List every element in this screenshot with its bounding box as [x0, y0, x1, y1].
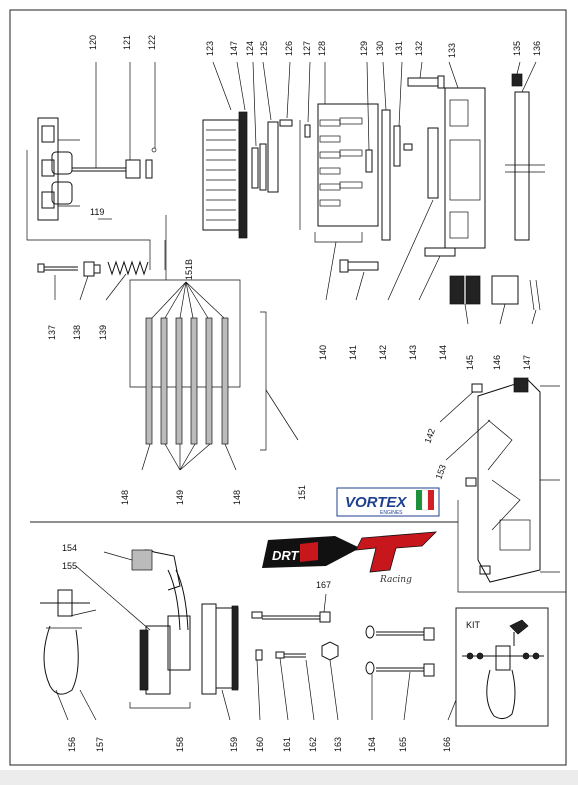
kit-box: KIT [447, 607, 549, 727]
callout-145: 145 [465, 355, 475, 370]
callout-137: 137 [47, 325, 57, 340]
callout-142-centre: 142 [378, 345, 388, 360]
bottom-bar [0, 770, 578, 785]
callout-124: 124 [245, 41, 255, 56]
callout-136: 136 [532, 41, 542, 56]
callout-157: 157 [95, 737, 105, 752]
callout-153: 153 [433, 463, 448, 481]
bearing-set [449, 275, 541, 325]
vortex-logo-text: VORTEX [345, 494, 407, 511]
callout-131: 131 [394, 41, 404, 56]
callout-leaders-top-centre [212, 61, 537, 301]
mount-bracket-assembly [37, 117, 157, 221]
callout-147-top: 147 [229, 41, 239, 56]
reed-petals [129, 215, 299, 471]
callout-121: 121 [122, 35, 132, 50]
callout-140: 140 [318, 345, 328, 360]
callout-159: 159 [229, 737, 239, 752]
callout-147-bottom: 147 [522, 355, 532, 370]
callout-148-right: 148 [232, 490, 242, 505]
callout-leaders-top-left [26, 62, 166, 270]
callout-144: 144 [438, 345, 448, 360]
callout-142-right: 142 [422, 427, 437, 445]
callout-133: 133 [447, 43, 457, 58]
callout-135: 135 [512, 41, 522, 56]
callout-163: 163 [333, 737, 343, 752]
callout-158: 158 [175, 737, 185, 752]
callout-126: 126 [284, 41, 294, 56]
callout-leaders-bottom [221, 593, 411, 721]
callout-123: 123 [205, 41, 215, 56]
ignition-assembly [75, 549, 191, 709]
drt-logo-script: Racing [379, 575, 412, 585]
callout-148-left: 148 [120, 490, 130, 505]
callout-151: 151 [297, 485, 307, 500]
vortex-logo: VORTEX ENGINES [336, 487, 440, 517]
callout-156: 156 [67, 737, 77, 752]
page-border [9, 9, 567, 766]
callout-161: 161 [282, 737, 292, 752]
vortex-logo-subtext: ENGINES [380, 510, 403, 516]
spring-bolt-row [37, 260, 149, 301]
cylinder-cover-assembly [339, 73, 545, 273]
callout-143: 143 [408, 345, 418, 360]
callout-139: 139 [98, 325, 108, 340]
flywheel-stator [201, 603, 339, 695]
callout-160: 160 [255, 737, 265, 752]
callout-165: 165 [398, 737, 408, 752]
spark-plug-and-clip [40, 589, 97, 721]
callout-146: 146 [492, 355, 502, 370]
callout-128: 128 [317, 41, 327, 56]
callout-164: 164 [367, 737, 377, 752]
bolt-set-164-165 [365, 625, 435, 677]
drt-logo: DRT Racing [262, 531, 438, 585]
callout-119: 119 [90, 207, 104, 217]
callout-132: 132 [414, 41, 424, 56]
callout-155: 155 [62, 561, 77, 571]
drt-logo-text: DRT [272, 548, 300, 563]
callout-120: 120 [88, 35, 98, 50]
callout-130: 130 [375, 41, 385, 56]
crankcase-half [439, 377, 566, 593]
callout-127: 127 [302, 41, 312, 56]
clutch-drum-assembly [202, 111, 311, 239]
callout-149: 149 [175, 490, 185, 505]
callout-129: 129 [359, 41, 369, 56]
callout-154: 154 [62, 543, 77, 553]
kit-label: KIT [466, 620, 481, 630]
callout-122: 122 [147, 35, 157, 50]
callout-167: 167 [316, 580, 331, 590]
callout-125: 125 [259, 41, 269, 56]
callout-151b: 151B [184, 259, 194, 280]
callout-166: 166 [442, 737, 452, 752]
callout-162: 162 [308, 737, 318, 752]
reed-block-140 [314, 103, 379, 301]
callout-138: 138 [72, 325, 82, 340]
callout-141: 141 [348, 345, 358, 360]
